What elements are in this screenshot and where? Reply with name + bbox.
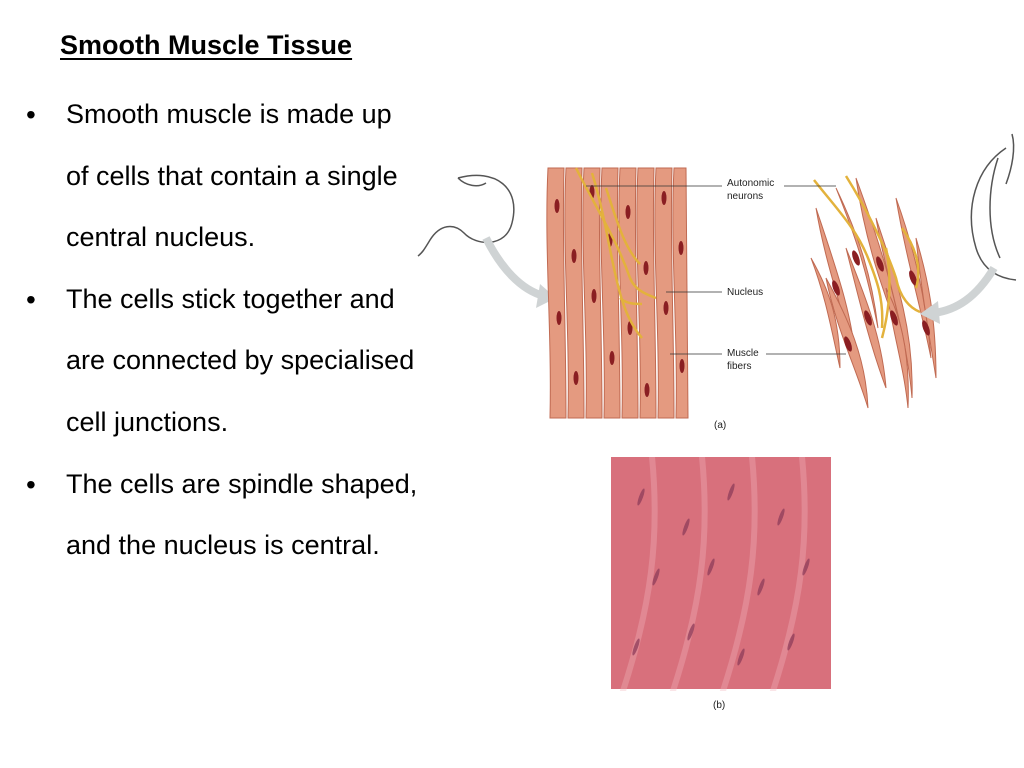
neuron-branches <box>574 167 657 339</box>
bullet-item: The cells stick together and are connect… <box>26 269 421 454</box>
bullet-item: Smooth muscle is made up of cells that c… <box>26 84 421 269</box>
arrow-icon-left <box>482 236 556 308</box>
bullet-text: The cells are spindle shaped, and the nu… <box>66 468 418 561</box>
caption-a: (a) <box>714 420 726 431</box>
bullet-dot-icon <box>26 454 44 517</box>
label-muscle: Muscle <box>727 348 759 359</box>
slide-title: Smooth Muscle Tissue <box>60 30 353 60</box>
bullet-item: The cells are spindle shaped, and the nu… <box>26 454 421 577</box>
micrograph-image <box>611 457 831 691</box>
label-neurons: neurons <box>727 191 763 202</box>
caption-b: (b) <box>713 700 726 711</box>
spindle-cell-cluster <box>810 177 937 409</box>
label-fibers: fibers <box>727 361 751 372</box>
bullet-text: The cells stick together and are connect… <box>66 283 415 437</box>
eye-icon <box>970 133 1017 281</box>
bullet-text: Smooth muscle is made up of cells that c… <box>66 99 398 253</box>
label-nucleus: Nucleus <box>727 287 763 298</box>
bullet-dot-icon <box>26 84 44 147</box>
bullet-list: Smooth muscle is made up of cells that c… <box>26 84 421 577</box>
longitudinal-fibers <box>546 167 689 419</box>
label-autonomic: Autonomic <box>727 178 774 189</box>
cluster-nuclei <box>832 250 930 352</box>
smooth-muscle-diagram: Autonomic neurons Nucleus Muscle fibers … <box>417 133 1017 431</box>
bullet-dot-icon <box>26 269 44 332</box>
label-leader-lines <box>586 185 846 355</box>
stomach-icon <box>417 174 515 257</box>
cluster-neurons <box>813 175 921 339</box>
arrow-icon-right <box>920 265 998 324</box>
